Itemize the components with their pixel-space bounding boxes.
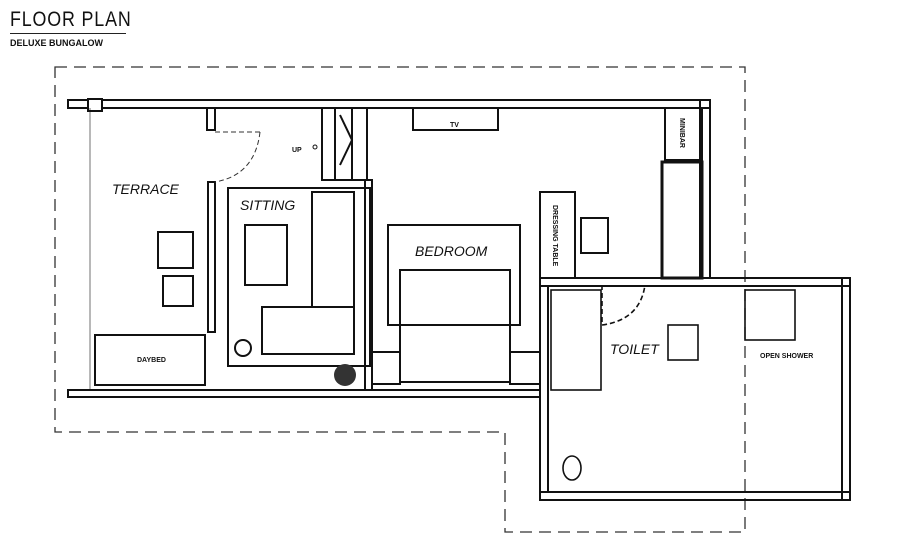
- room-label-terrace: TERRACE: [112, 181, 180, 197]
- tv-label: TV: [450, 122, 459, 129]
- bathroom-fixtures: [550, 284, 796, 481]
- room-label-toilet: TOILET: [610, 341, 660, 357]
- room-label-bedroom: BEDROOM: [415, 243, 488, 259]
- room-label-sitting: SITTING: [240, 197, 295, 213]
- property-boundary: [54, 66, 746, 533]
- bedroom-furniture: [371, 107, 704, 385]
- walls: [67, 98, 851, 501]
- daybed-label: DAYBED: [137, 357, 166, 364]
- room-label-open-shower: OPEN SHOWER: [760, 353, 813, 360]
- up-marker-icon: [312, 144, 318, 150]
- sitting-area: [227, 187, 371, 367]
- up-label: UP: [292, 147, 302, 154]
- page-subtitle: DELUXE BUNGALOW: [10, 38, 103, 48]
- plant-icon: [334, 364, 356, 386]
- page-title: FLOOR PLAN: [10, 8, 132, 31]
- minibar-label: MINIBAR: [678, 118, 685, 148]
- dressing-table-label: DRESSING TABLE: [551, 205, 558, 267]
- title-underline: [10, 33, 126, 34]
- terrace-furniture: [94, 231, 206, 386]
- door-swing: [214, 131, 261, 183]
